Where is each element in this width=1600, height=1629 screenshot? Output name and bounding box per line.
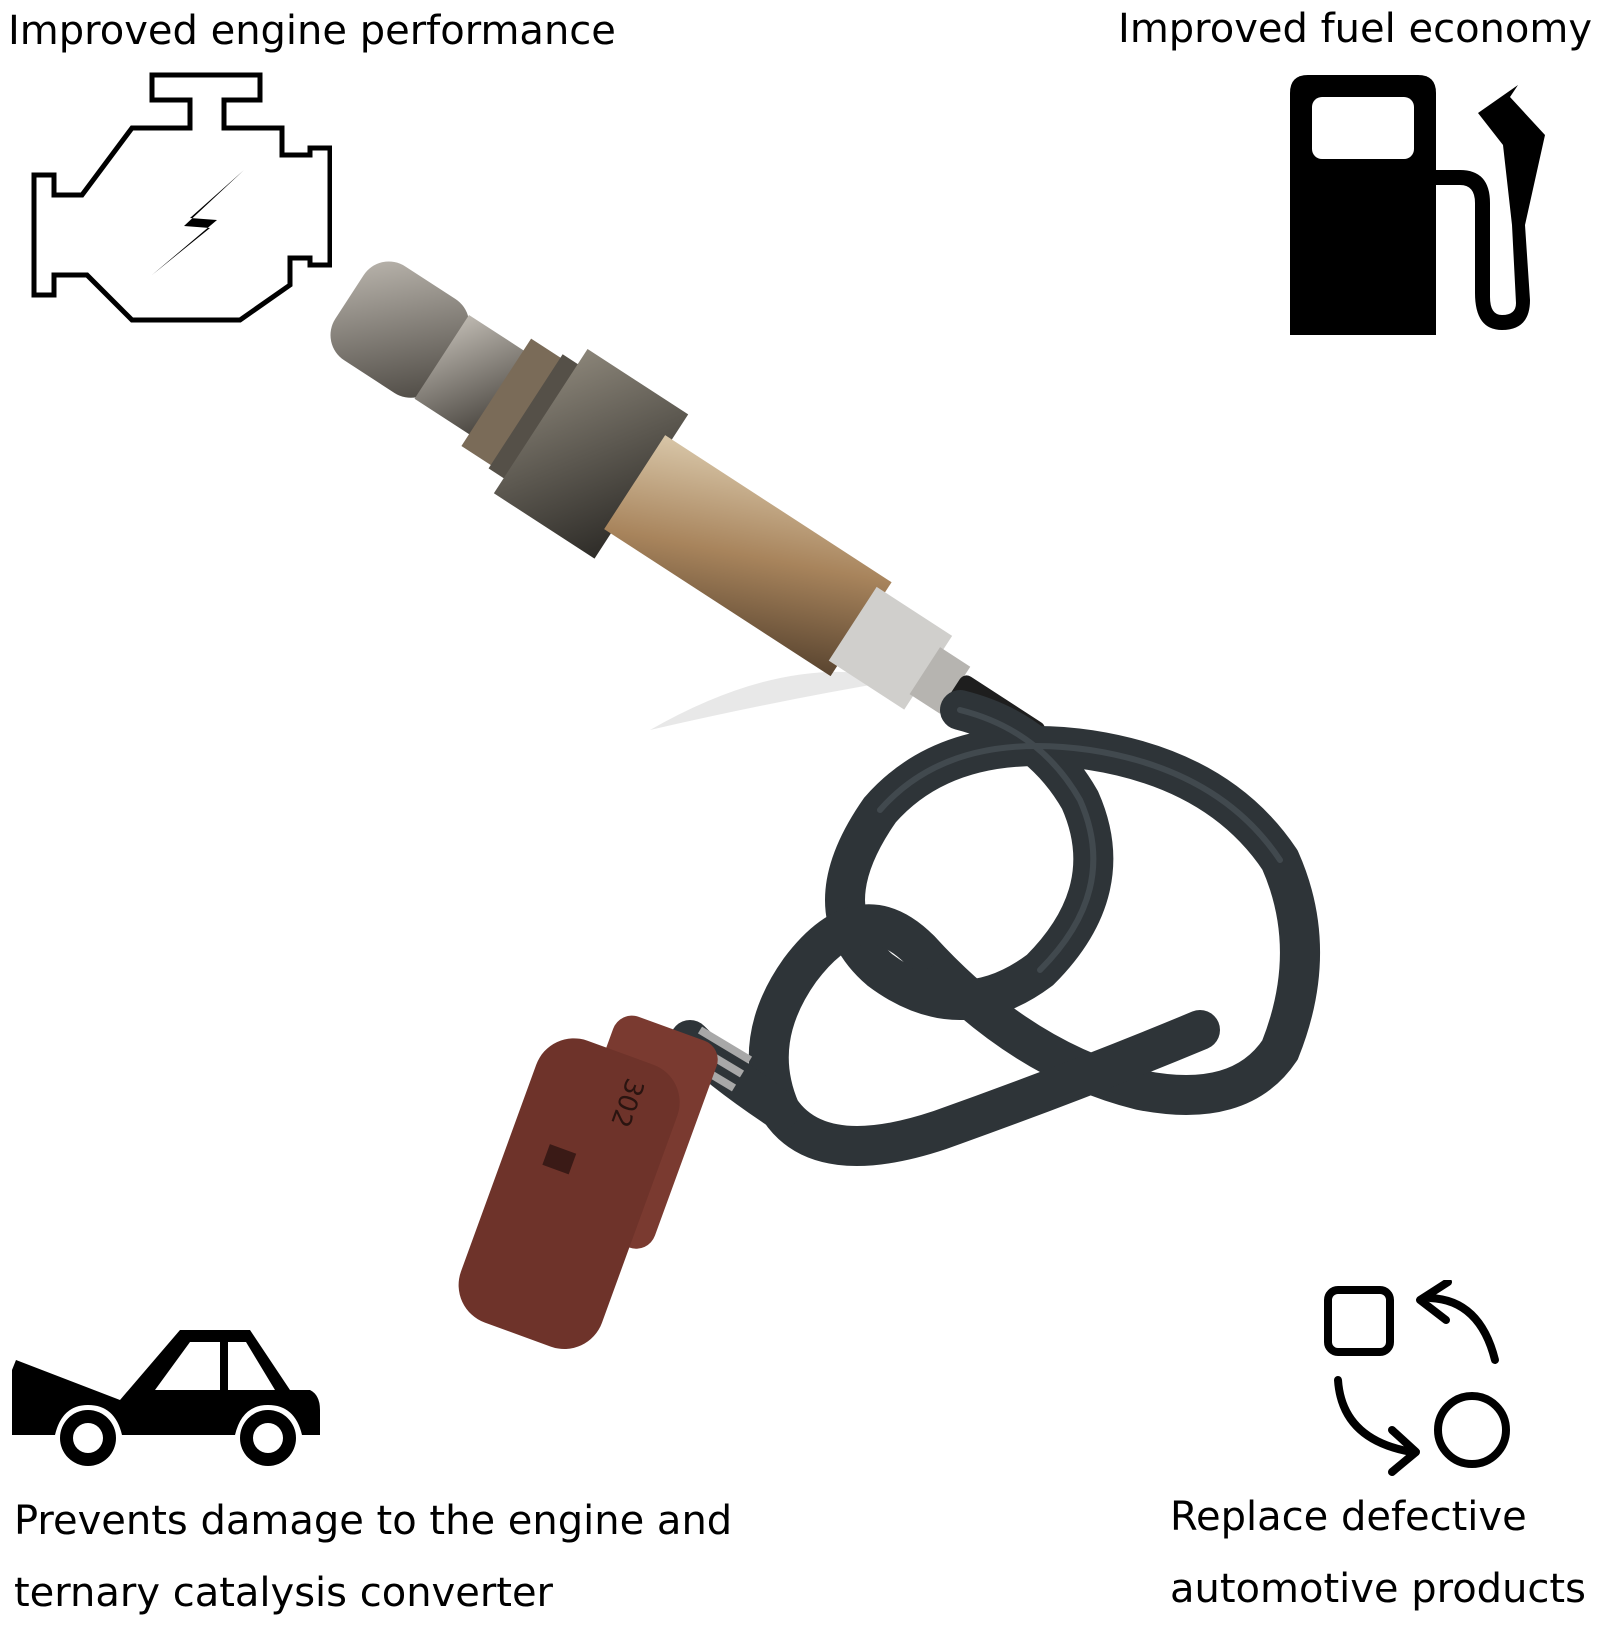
- swap-square-circle-icon: [1324, 1280, 1510, 1476]
- car-open-hood-icon: [12, 1330, 320, 1466]
- caption-line: Replace defective: [1170, 1494, 1527, 1540]
- caption-line: ternary catalysis converter: [14, 1570, 554, 1616]
- caption-line: Prevents damage to the engine and: [14, 1498, 733, 1544]
- feature-caption-fuel: Improved fuel economy: [1118, 6, 1592, 52]
- fuel-pump-icon: [1290, 75, 1545, 335]
- feature-caption-protection: Prevents damage to the engine and ternar…: [14, 1485, 732, 1629]
- caption-line: automotive products: [1170, 1566, 1586, 1612]
- engine-lightning-icon: [31, 72, 332, 323]
- feature-caption-replacement: Replace defective automotive products: [1170, 1481, 1586, 1625]
- feature-caption-engine: Improved engine performance: [8, 8, 616, 54]
- oxygen-sensor-photo: 302: [330, 261, 1320, 1350]
